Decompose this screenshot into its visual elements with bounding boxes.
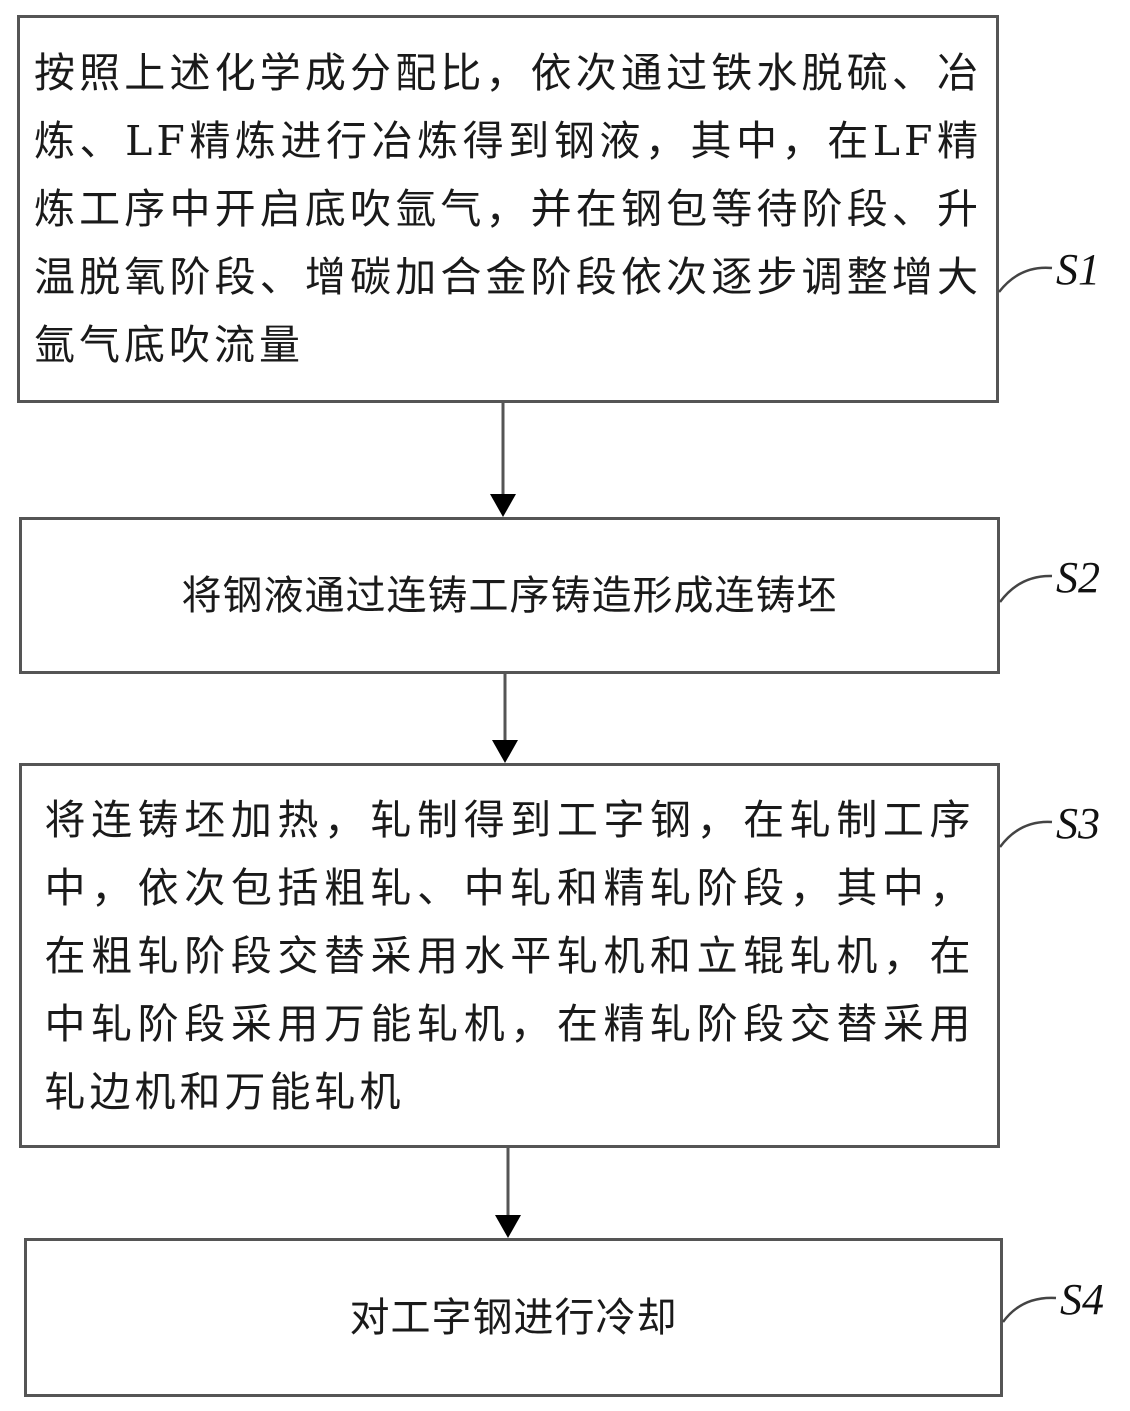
step-label-s2: S2 xyxy=(1056,553,1100,602)
arrowhead-icon xyxy=(492,740,518,763)
step-text-s3: 将连铸坯加热，轧制得到工字钢，在轧制工序中，依次包括粗轧、中轧和精轧阶段，其中，… xyxy=(44,795,975,1116)
step-box-s2: 将钢液通过连铸工序铸造形成连铸坯 xyxy=(19,517,1000,674)
arrow-s2-to-s3 xyxy=(492,674,518,763)
step-label-s1: S1 xyxy=(1056,245,1100,294)
arrowhead-icon xyxy=(495,1215,521,1238)
step-label-s3: S3 xyxy=(1056,799,1100,848)
leader-line-s2 xyxy=(998,574,1053,603)
arrowhead-icon xyxy=(490,494,516,517)
step-box-s4: 对工字钢进行冷却 xyxy=(24,1238,1003,1397)
arrow-s3-to-s4 xyxy=(495,1148,521,1238)
step-label-s4: S4 xyxy=(1060,1275,1104,1324)
step-text-s2: 将钢液通过连铸工序铸造形成连铸坯 xyxy=(181,572,838,619)
step-text-s4: 对工字钢进行冷却 xyxy=(349,1294,678,1341)
leader-line-s4 xyxy=(1001,1296,1057,1323)
leader-line-s3 xyxy=(998,820,1053,848)
step-text-s1: 按照上述化学成分配比，依次通过铁水脱硫、冶炼、LF精炼进行冶炼得到钢液，其中，在… xyxy=(34,49,982,369)
step-box-s3: 将连铸坯加热，轧制得到工字钢，在轧制工序中，依次包括粗轧、中轧和精轧阶段，其中，… xyxy=(19,763,1000,1148)
leader-line-s1 xyxy=(998,266,1053,293)
step-box-s1: 按照上述化学成分配比，依次通过铁水脱硫、冶炼、LF精炼进行冶炼得到钢液，其中，在… xyxy=(17,15,999,403)
arrow-s1-to-s2 xyxy=(490,403,516,517)
